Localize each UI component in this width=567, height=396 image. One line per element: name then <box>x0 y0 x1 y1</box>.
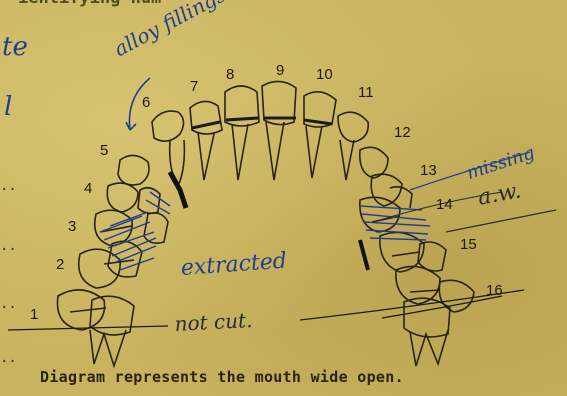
not-cut-note: not cut. <box>174 308 253 336</box>
tooth-outline <box>152 111 184 141</box>
tooth-number-10: 10 <box>316 66 333 83</box>
tooth-number-6: 6 <box>142 94 150 111</box>
cut-line <box>382 296 502 318</box>
tooth-number-1: 1 <box>30 306 38 323</box>
tooth-outline <box>107 183 138 212</box>
extraction-scribble <box>360 206 430 240</box>
tooth-outline <box>360 147 388 178</box>
tooth-number-13: 13 <box>420 162 437 179</box>
tooth-number-15: 15 <box>460 236 477 253</box>
tooth-root <box>340 140 354 180</box>
tooth-root <box>306 126 322 178</box>
tooth-number-16: 16 <box>486 282 503 299</box>
tooth-number-7: 7 <box>190 78 198 95</box>
cut-line <box>8 326 168 330</box>
tooth-outline <box>118 155 149 184</box>
tooth-root <box>90 330 126 366</box>
tooth-number-2: 2 <box>56 256 64 273</box>
pointer-line <box>446 210 556 232</box>
tooth-root <box>266 122 284 180</box>
tooth-number-3: 3 <box>68 218 76 235</box>
filling-mark <box>304 120 332 124</box>
tooth-number-5: 5 <box>100 142 108 159</box>
tooth-number-14: 14 <box>436 196 453 213</box>
diagram-caption: Diagram represents the mouth wide open. <box>40 368 404 386</box>
tooth-number-11: 11 <box>358 84 374 101</box>
tooth-root <box>232 124 248 180</box>
tooth-number-8: 8 <box>226 66 234 83</box>
tooth-outline <box>95 210 132 246</box>
tooth-outline <box>138 188 160 214</box>
tooth-outline <box>90 296 134 335</box>
filling-mark <box>226 118 258 120</box>
dark-ink-mark <box>170 172 186 208</box>
tooth-number-4: 4 <box>84 180 92 197</box>
tooth-outline <box>371 174 402 206</box>
tooth-root <box>198 132 214 180</box>
tooth-outline <box>338 112 368 142</box>
tooth-outline <box>190 101 222 134</box>
tooth-outline <box>58 290 105 330</box>
filling-mark <box>192 122 220 128</box>
tooth-number-9: 9 <box>276 62 284 79</box>
tooth-number-12: 12 <box>394 124 411 141</box>
dark-ink-mark <box>360 240 368 270</box>
